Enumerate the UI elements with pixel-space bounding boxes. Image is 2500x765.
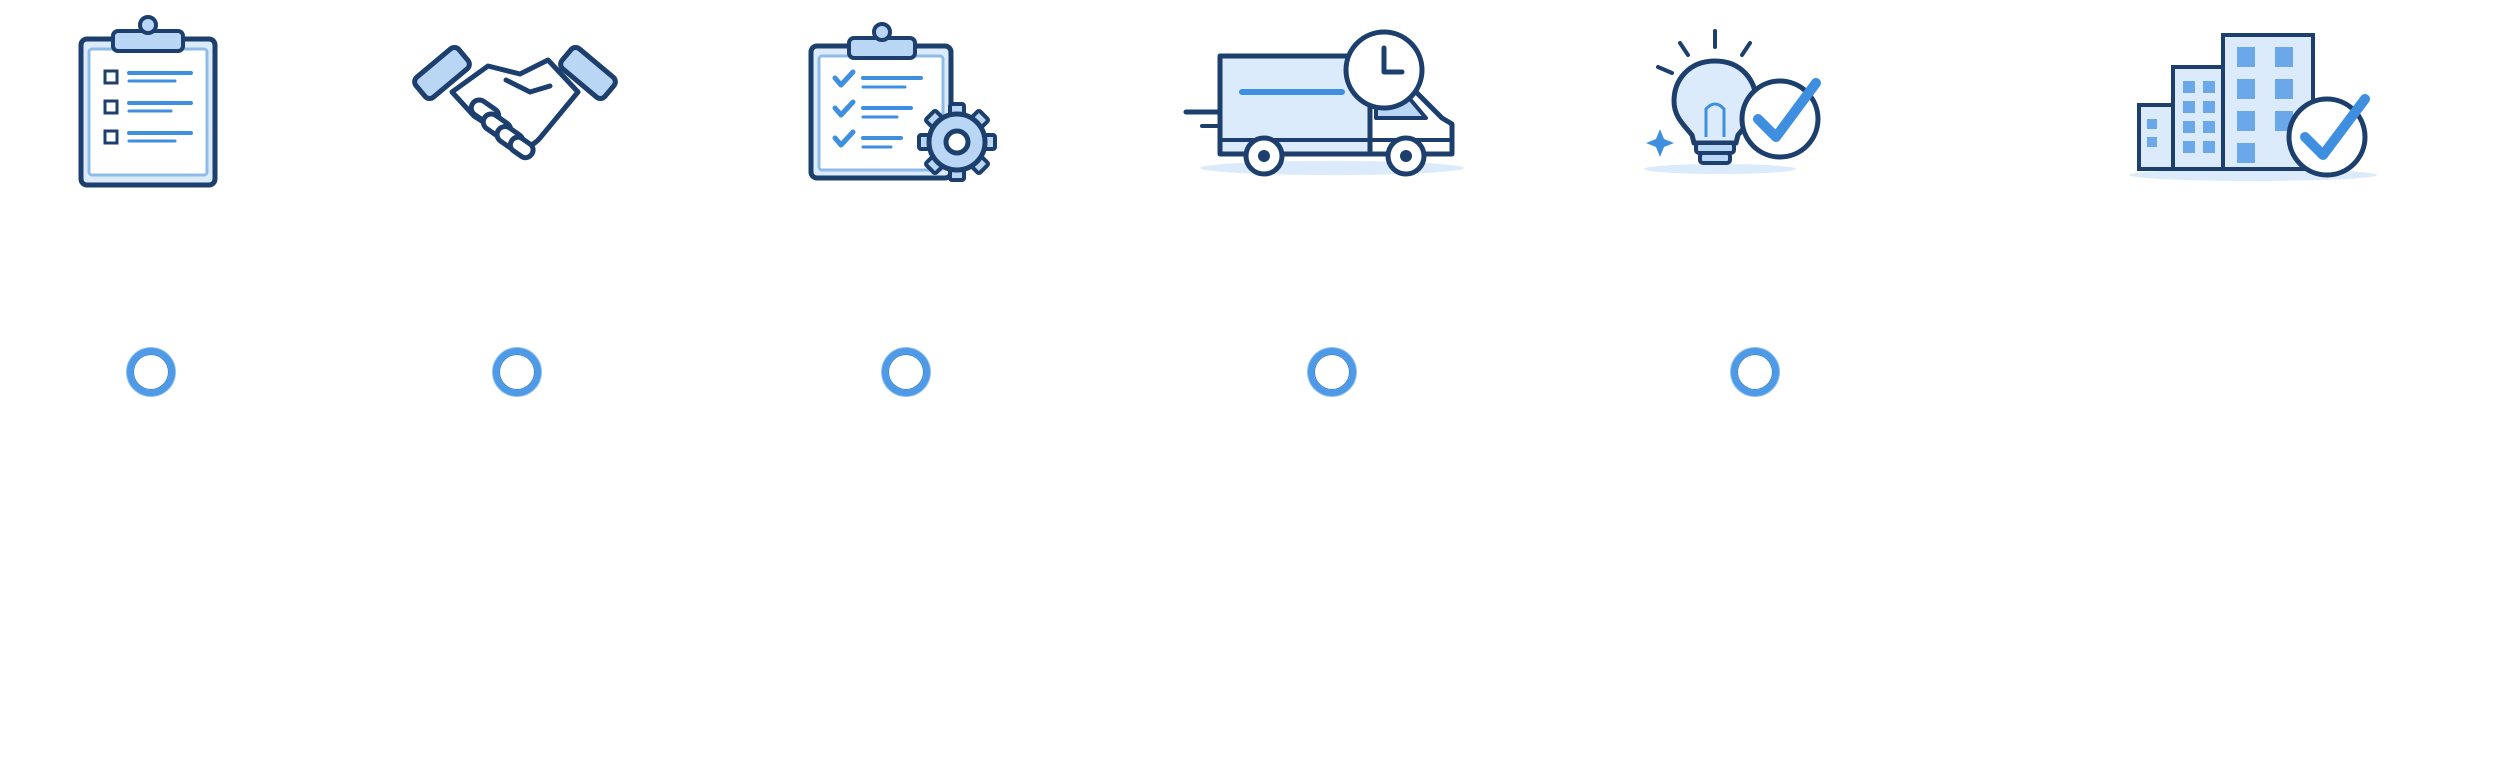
lightbulb-check-icon: [1644, 29, 1821, 174]
step-3-radio[interactable]: [882, 348, 930, 396]
clipboard-checklist-icon: [78, 15, 218, 188]
clipboard-gear-icon: [808, 22, 997, 182]
buildings-check-icon: [2129, 33, 2377, 181]
delivery-truck-clock-icon: [1183, 29, 1464, 177]
step-5-radio[interactable]: [1731, 348, 1779, 396]
step-4-radio[interactable]: [1308, 348, 1356, 396]
step-2-radio[interactable]: [493, 348, 541, 396]
handshake-icon: [412, 44, 618, 161]
step-1-radio[interactable]: [127, 348, 175, 396]
